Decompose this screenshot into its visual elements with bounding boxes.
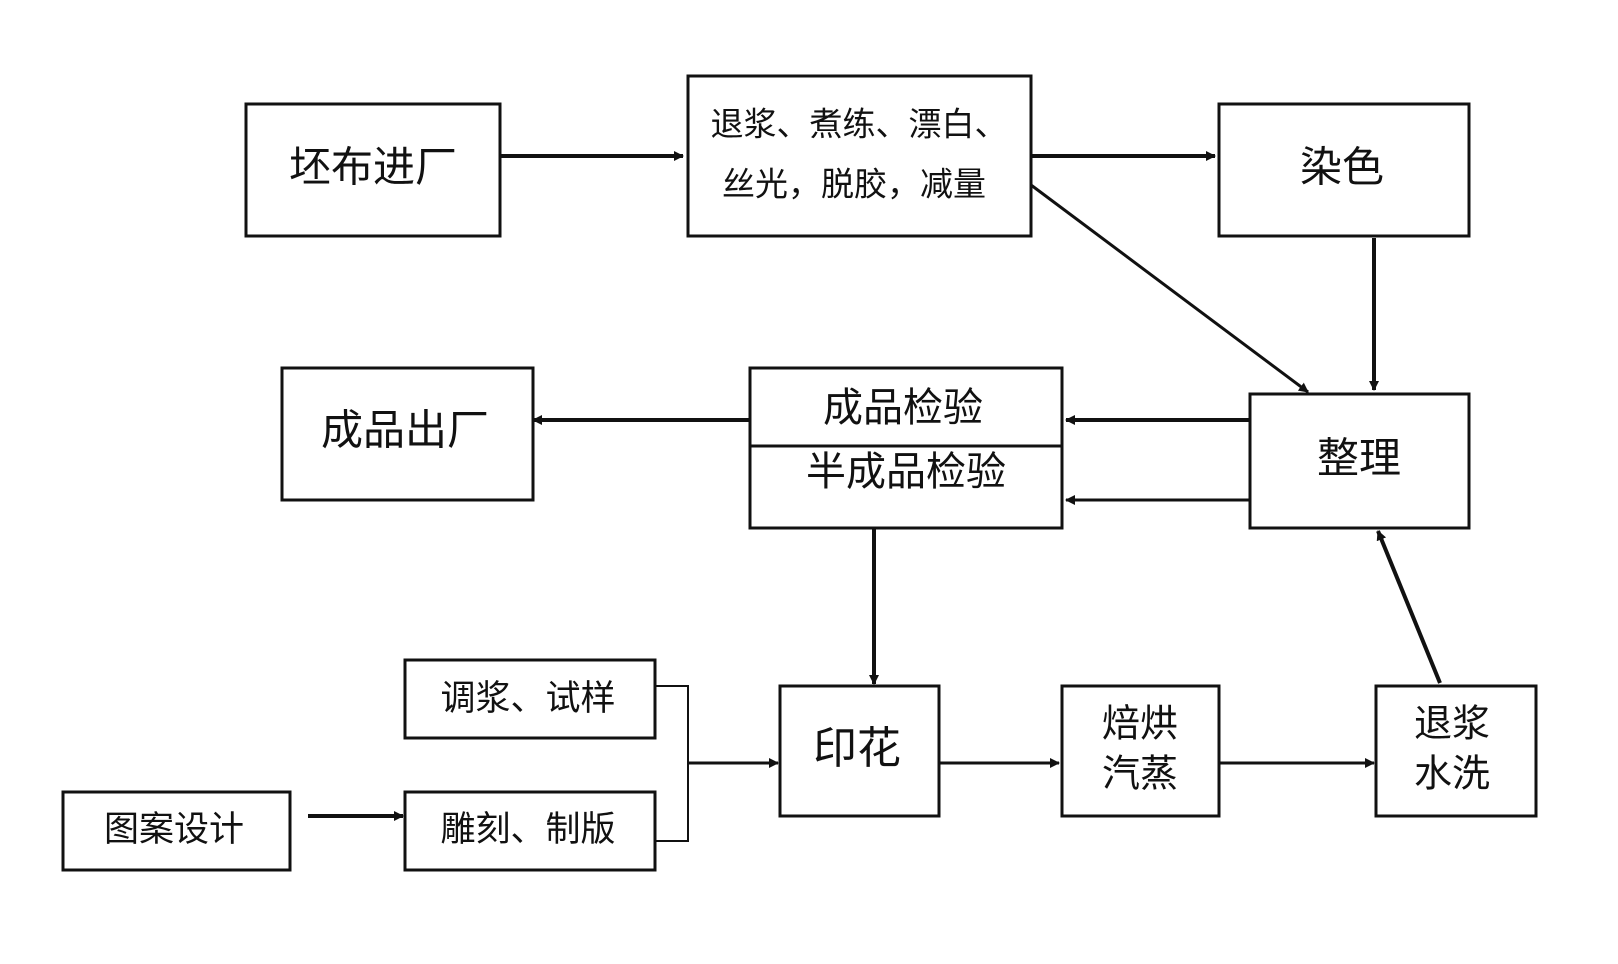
node-output: 成品出厂 — [280, 366, 535, 502]
node-inspect-semi-label: 半成品检验 — [806, 449, 1006, 495]
node-paste-label: 调浆、试样 — [440, 679, 615, 719]
node-bake-line1: 焙烘 — [1102, 702, 1178, 746]
edges — [308, 151, 1442, 842]
node-bake-line2: 汽蒸 — [1102, 752, 1178, 796]
node-inspection: 成品检验 半成品检验 — [748, 366, 1064, 530]
node-design: 图案设计 — [61, 790, 292, 872]
node-bake: 焙烘 汽蒸 — [1060, 684, 1221, 818]
edge-paste-bracket — [655, 685, 689, 842]
node-print-label: 印花 — [813, 723, 901, 774]
node-wash-line2: 水洗 — [1414, 752, 1490, 796]
node-inspect-final-label: 成品检验 — [823, 385, 983, 431]
node-design-label: 图案设计 — [104, 810, 244, 850]
node-wash-line1: 退浆 — [1414, 702, 1490, 746]
node-dye-label: 染色 — [1300, 143, 1384, 192]
node-print: 印花 — [778, 684, 941, 818]
node-pretreat-line1: 退浆、煮练、漂白、 — [711, 105, 1008, 144]
node-pretreat-line2: 丝光，脱胶，减量 — [722, 165, 986, 204]
node-pibu: 坯布进厂 — [244, 102, 502, 238]
node-engrave-label: 雕刻、制版 — [440, 810, 615, 850]
edge-pretreat-to-finish — [1030, 183, 1309, 394]
edge-wash-to-finish — [1376, 530, 1442, 684]
node-finish-label: 整理 — [1317, 434, 1401, 483]
node-pibu-label: 坯布进厂 — [289, 143, 457, 192]
node-finish: 整理 — [1248, 392, 1471, 530]
node-paste: 调浆、试样 — [403, 658, 657, 740]
node-output-label: 成品出厂 — [321, 406, 489, 455]
node-pretreat: 退浆、煮练、漂白、 丝光，脱胶，减量 — [686, 74, 1033, 238]
node-engrave: 雕刻、制版 — [403, 790, 657, 872]
node-wash: 退浆 水洗 — [1374, 684, 1538, 818]
node-dye: 染色 — [1217, 102, 1471, 238]
